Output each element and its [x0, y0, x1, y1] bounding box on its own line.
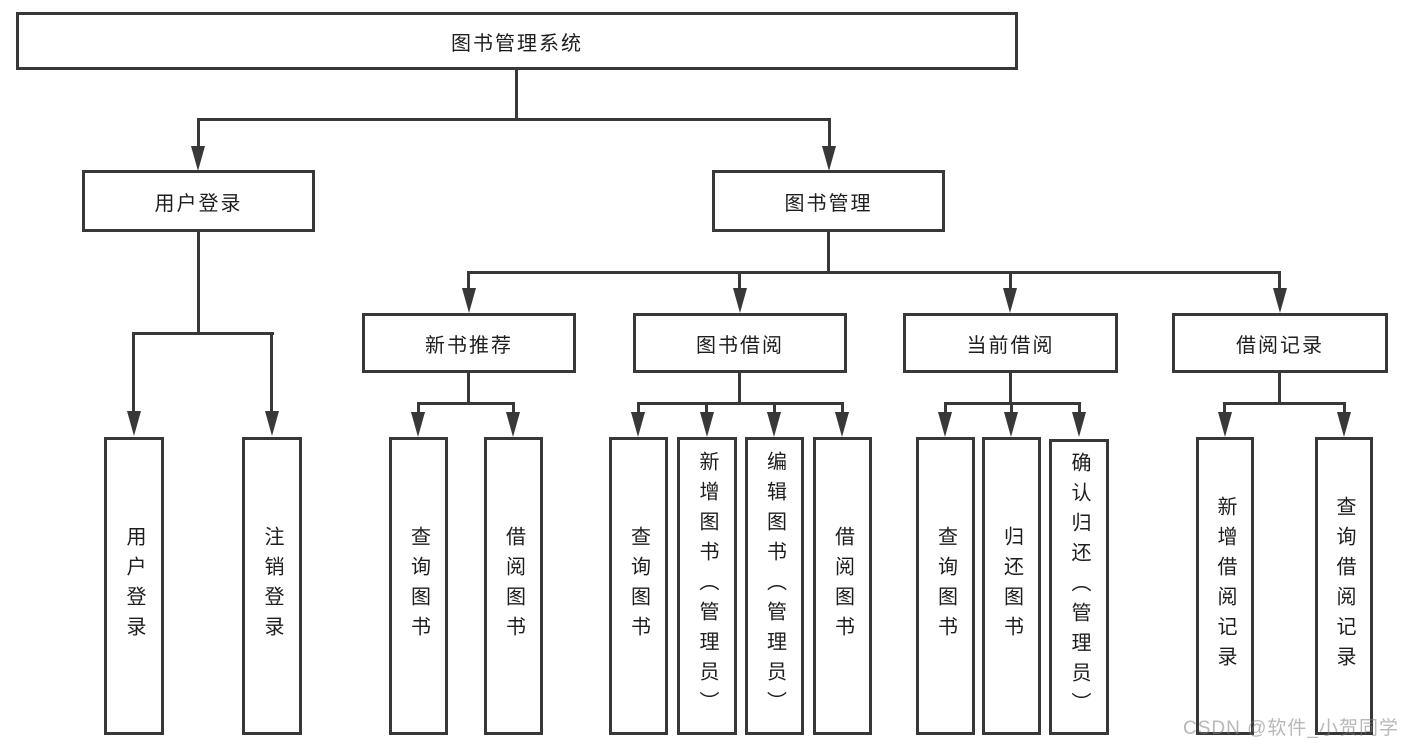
- node-root: 图书管理系统: [16, 12, 1018, 70]
- connector: [132, 332, 274, 335]
- arrow-down-icon: [411, 412, 425, 437]
- connector: [467, 273, 470, 289]
- leaf-edit-books-admin: 编辑图书（管理员）: [745, 437, 804, 735]
- arrow-down-icon: [506, 412, 520, 437]
- connector: [773, 404, 776, 414]
- connector: [132, 334, 135, 411]
- connector: [512, 404, 515, 414]
- leaf-add-books-admin: 新增图书（管理员）: [677, 437, 737, 735]
- section-current-borrowing: 当前借阅: [903, 313, 1118, 373]
- connector: [1009, 273, 1012, 289]
- leaf-borrow-books-1: 借阅图书: [484, 437, 543, 735]
- arrow-down-icon: [462, 288, 476, 313]
- arrow-down-icon: [700, 412, 714, 437]
- arrow-down-icon: [938, 412, 952, 437]
- connector: [738, 273, 741, 289]
- connector: [515, 70, 518, 120]
- connector: [828, 120, 831, 148]
- branch-book-management: 图书管理: [712, 170, 945, 232]
- connector: [1078, 404, 1081, 414]
- leaf-borrow-books-2: 借阅图书: [813, 437, 872, 735]
- arrow-down-icon: [1218, 412, 1232, 437]
- arrow-down-icon: [733, 288, 747, 313]
- connector: [467, 271, 1281, 274]
- section-new-book-recommendation: 新书推荐: [362, 313, 576, 373]
- connector: [1278, 273, 1281, 289]
- connector: [197, 118, 831, 121]
- connector: [1223, 402, 1346, 405]
- arrow-down-icon: [822, 146, 836, 171]
- connector: [270, 334, 273, 411]
- connector: [197, 120, 200, 148]
- connector: [1010, 404, 1013, 414]
- connector: [827, 232, 830, 273]
- arrow-down-icon: [1003, 288, 1017, 313]
- arrow-down-icon: [835, 412, 849, 437]
- leaf-return-books: 归还图书: [982, 437, 1041, 735]
- leaf-logout: 注销登录: [242, 437, 302, 735]
- connector: [944, 402, 1081, 405]
- connector: [1009, 373, 1012, 404]
- arrow-down-icon: [127, 411, 141, 436]
- section-book-borrowing: 图书借阅: [633, 313, 847, 373]
- arrow-down-icon: [1273, 288, 1287, 313]
- connector: [1278, 373, 1281, 404]
- connector: [417, 402, 515, 405]
- leaf-user-login: 用户登录: [104, 437, 164, 735]
- connector: [705, 404, 708, 414]
- watermark: CSDN @软件_小贺同学: [1183, 718, 1399, 739]
- connector: [197, 232, 200, 335]
- leaf-query-borrow-record: 查询借阅记录: [1315, 437, 1373, 735]
- arrow-down-icon: [191, 146, 205, 171]
- section-borrowing-records: 借阅记录: [1172, 313, 1388, 373]
- arrow-down-icon: [767, 412, 781, 437]
- arrow-down-icon: [1337, 412, 1351, 437]
- arrow-down-icon: [631, 412, 645, 437]
- leaf-add-borrow-record: 新增借阅记录: [1196, 437, 1254, 735]
- leaf-confirm-return-admin: 确认归还（管理员）: [1049, 439, 1109, 735]
- connector: [944, 404, 947, 414]
- connector: [637, 404, 640, 414]
- connector: [637, 402, 844, 405]
- connector: [1223, 404, 1226, 414]
- arrow-down-icon: [1072, 412, 1086, 437]
- connector: [417, 404, 420, 414]
- leaf-query-books-1: 查询图书: [389, 437, 448, 735]
- connector: [467, 373, 470, 404]
- connector: [738, 373, 741, 404]
- leaf-query-books-3: 查询图书: [916, 437, 975, 735]
- connector: [1343, 404, 1346, 414]
- leaf-query-books-2: 查询图书: [609, 437, 668, 735]
- arrow-down-icon: [1004, 412, 1018, 437]
- connector: [841, 404, 844, 414]
- branch-user-login: 用户登录: [82, 170, 315, 232]
- arrow-down-icon: [265, 411, 279, 436]
